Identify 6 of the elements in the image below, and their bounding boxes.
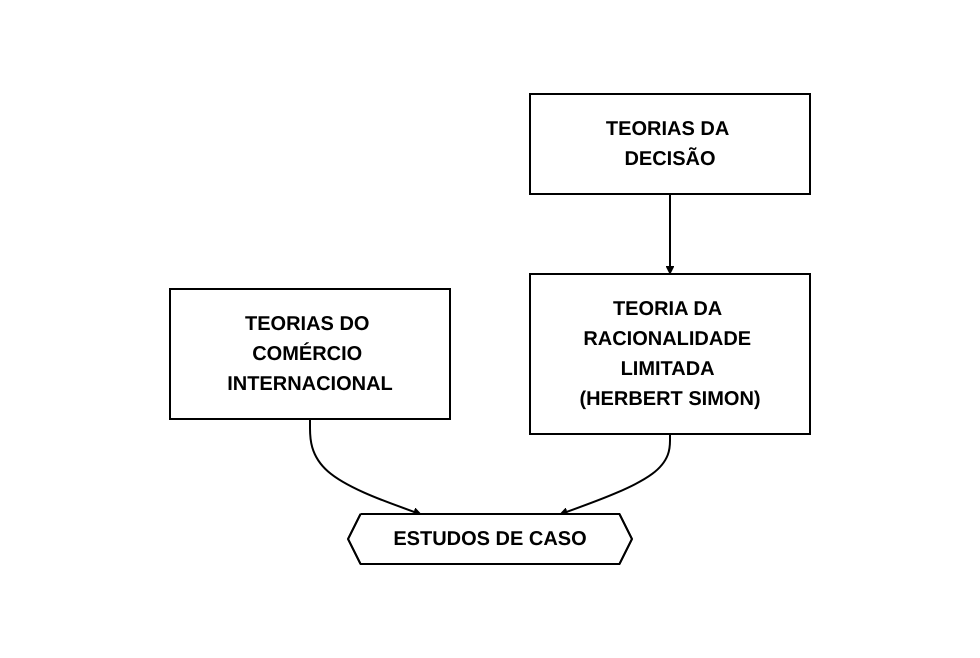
node-box: TEORIAS DO COMÉRCIO INTERNACIONAL [169, 288, 451, 420]
arrow [309, 419, 422, 516]
arrow [666, 194, 674, 274]
node-box: TEORIAS DA DECISÃO [529, 93, 811, 195]
node-box: TEORIA DA RACIONALIDADE LIMITADA (HERBERT SIMON) [529, 273, 811, 435]
arrow [559, 434, 671, 516]
